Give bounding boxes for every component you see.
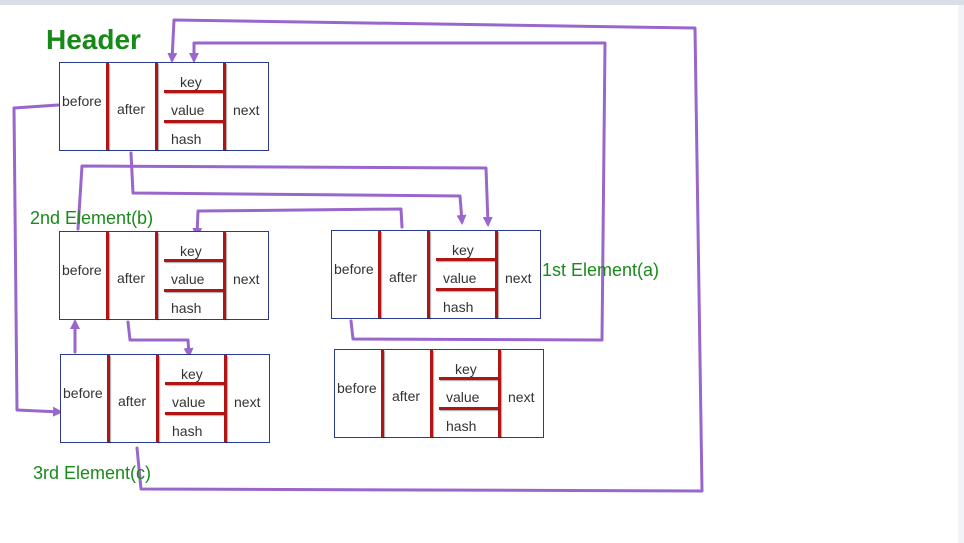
hash-field: hash	[446, 418, 477, 434]
value-field: value	[443, 270, 477, 286]
divider	[430, 350, 433, 437]
arrow-a-after-to-header	[189, 41, 607, 342]
divider	[436, 288, 496, 291]
hash-field: hash	[171, 300, 202, 316]
hash-field: hash	[172, 423, 203, 439]
value-field: value	[172, 394, 206, 410]
key-field: key	[452, 242, 474, 258]
divider	[436, 258, 496, 261]
next-field: next	[234, 394, 261, 410]
next-field: next	[508, 389, 535, 405]
before-field: before	[63, 385, 103, 401]
divider	[495, 231, 498, 318]
window-top-bar	[0, 0, 964, 5]
after-field: after	[392, 388, 421, 404]
divider	[106, 232, 109, 319]
divider	[224, 355, 227, 442]
arrow-c-after-to-header	[135, 18, 704, 493]
element-c-label: 3rd Element(c)	[33, 463, 152, 483]
divider	[164, 289, 224, 292]
element-b-label: 2nd Element(b)	[30, 208, 154, 228]
divider	[223, 232, 226, 319]
arrow-a-before-to-b	[192, 207, 404, 238]
divider	[164, 259, 224, 262]
value-field: value	[446, 389, 480, 405]
after-field: after	[117, 101, 146, 117]
element-a-label: 1st Element(a)	[542, 260, 660, 280]
divider	[381, 350, 384, 437]
divider	[106, 63, 109, 150]
divider	[427, 231, 430, 318]
arrow-b-before-to-header	[76, 164, 493, 231]
key-field: key	[455, 361, 477, 377]
hash-field: hash	[171, 131, 202, 147]
key-field: key	[180, 74, 202, 90]
divider	[155, 63, 158, 150]
divider	[156, 355, 159, 442]
divider	[223, 63, 226, 150]
next-field: next	[505, 270, 532, 286]
after-field: after	[118, 393, 147, 409]
arrow-b-after-to-c	[126, 320, 194, 358]
key-field: key	[180, 243, 202, 259]
arrow-header-before-to-c	[12, 103, 63, 417]
before-field: before	[62, 262, 102, 278]
before-field: before	[62, 93, 102, 109]
divider	[378, 231, 381, 318]
divider	[155, 232, 158, 319]
divider	[498, 350, 501, 437]
next-field: next	[233, 271, 260, 287]
hash-field: hash	[443, 299, 474, 315]
before-field: before	[334, 261, 374, 277]
divider	[439, 407, 499, 410]
next-field: next	[233, 102, 260, 118]
arrow-header-after-to-a	[129, 151, 467, 225]
after-field: after	[389, 269, 418, 285]
before-field: before	[337, 380, 377, 396]
window-right-edge	[958, 5, 964, 543]
divider	[165, 382, 225, 385]
value-field: value	[171, 271, 205, 287]
element-c-node: before after key value hash next	[60, 354, 270, 443]
element-b-node: before after key value hash next	[59, 231, 269, 320]
after-field: after	[117, 270, 146, 286]
header-node: before after key value hash next	[59, 62, 269, 151]
divider	[164, 90, 224, 93]
element-d-node: before after key value hash next	[334, 349, 544, 438]
divider	[107, 355, 110, 442]
value-field: value	[171, 102, 205, 118]
element-a-node: before after key value hash next	[331, 230, 541, 319]
header-title: Header	[46, 24, 141, 55]
divider	[164, 120, 224, 123]
divider	[165, 412, 225, 415]
key-field: key	[181, 366, 203, 382]
divider	[439, 377, 499, 380]
